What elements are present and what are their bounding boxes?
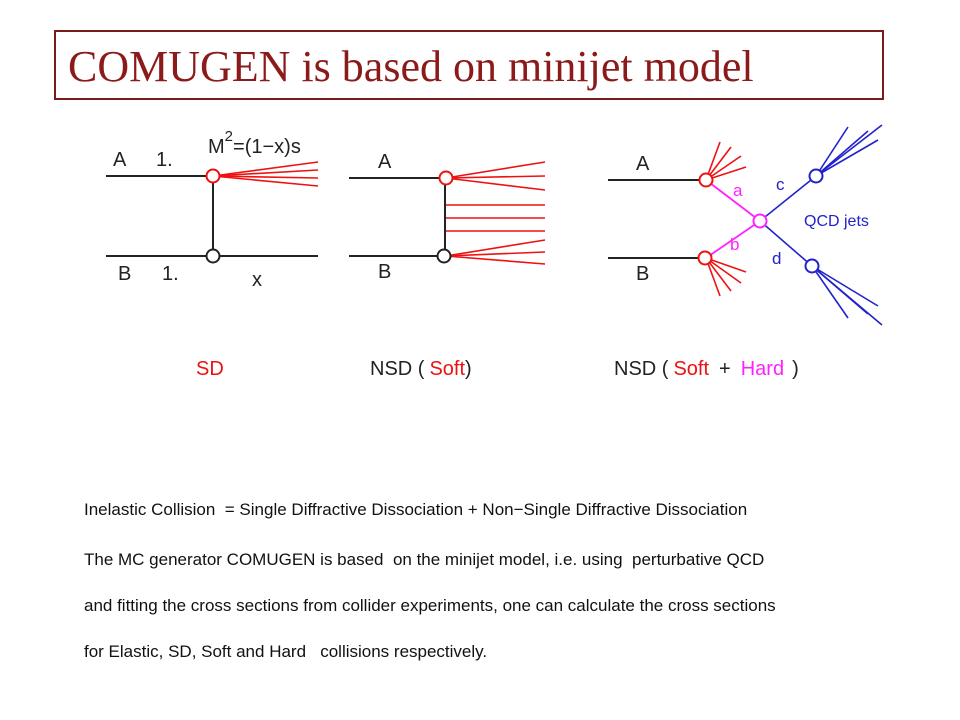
nsd-hard-vertex-c <box>808 168 824 184</box>
sd-caption: SD <box>196 358 224 380</box>
nsd-hard-vertex-bottom <box>697 250 713 266</box>
nsd-hard-vertex-d <box>804 258 820 274</box>
sd-label-b-value: 1. <box>162 263 179 285</box>
sd-vertex-top <box>205 168 221 184</box>
text-line-fitting: and fitting the cross sections from coll… <box>84 596 776 615</box>
nsd-hard-magenta-partons <box>705 179 761 259</box>
nsd-hard-vertex-hard <box>752 213 768 229</box>
sd-diagram: A 1. B 1. M2=(1−x)s x SD <box>106 128 319 380</box>
sd-label-a-value: 1. <box>156 149 173 171</box>
text-line-elastic: for Elastic, SD, Soft and Hard collision… <box>84 642 488 661</box>
nsd-hard-label-a: A <box>636 153 650 175</box>
nsd-soft-vertex-top <box>438 170 454 186</box>
nsd-hard-red-spray-bottom <box>705 257 747 297</box>
nsd-hard-diagram: A B a b c d QCD jets NSD (Soft+Hard) <box>608 124 883 380</box>
text-line-comugen: The MC generator COMUGEN is based on the… <box>84 550 765 569</box>
sd-mass-formula: M2=(1−x)s <box>208 128 301 158</box>
sd-label-a: A <box>113 149 127 171</box>
nsd-soft-red-strings <box>445 161 546 265</box>
nsd-soft-label-a: A <box>378 151 392 173</box>
nsd-soft-vertex-bottom <box>436 248 452 264</box>
nsd-hard-caption: NSD (Soft+Hard) <box>614 358 799 380</box>
sd-label-b: B <box>118 263 131 285</box>
nsd-soft-diagram: A B NSD (Soft) <box>349 151 546 380</box>
nsd-hard-red-spray-top <box>705 141 747 181</box>
nsd-hard-blue-jets <box>759 124 883 326</box>
nsd-hard-vertex-top <box>698 172 714 188</box>
nsd-hard-jets-label: QCD jets <box>804 213 869 230</box>
sd-x-label: x <box>252 269 262 291</box>
nsd-hard-parton-c: c <box>776 175 785 194</box>
text-line-inelastic: Inelastic Collision = Single Diffractive… <box>84 500 748 519</box>
nsd-hard-parton-a: a <box>733 181 743 200</box>
slide-title: COMUGEN is based on minijet model <box>68 42 754 91</box>
nsd-hard-label-b: B <box>636 263 649 285</box>
feynman-diagrams: A 1. B 1. M2=(1−x)s x SD A B NSD (Soft) <box>106 124 883 380</box>
nsd-hard-parton-d: d <box>772 249 781 268</box>
sd-red-fan <box>212 161 319 187</box>
nsd-soft-caption: NSD (Soft) <box>370 358 472 380</box>
title-box: COMUGEN is based on minijet model <box>54 30 884 100</box>
sd-vertex-bottom <box>205 248 221 264</box>
nsd-soft-label-b: B <box>378 261 391 283</box>
nsd-hard-parton-b: b <box>730 235 739 254</box>
